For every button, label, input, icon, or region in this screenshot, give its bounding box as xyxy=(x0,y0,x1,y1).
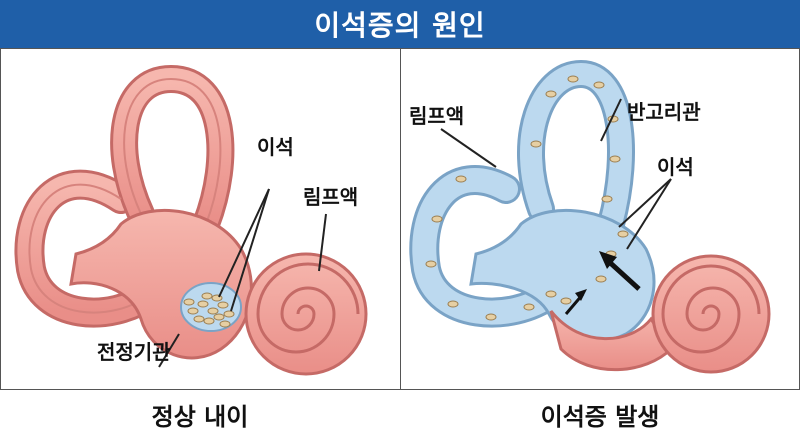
page-title: 이석증의 원인 xyxy=(314,9,486,42)
cochlea-right xyxy=(651,254,771,374)
bppv-ear-illustration: 림프액 반고리관 이석 xyxy=(409,59,771,374)
label-endolymph: 림프액 xyxy=(303,185,358,209)
title-bar: 이석증의 원인 xyxy=(0,0,800,48)
label-canal: 반고리관 xyxy=(627,100,701,124)
normal-ear-illustration: 이석 림프액 전정기관 xyxy=(14,64,368,376)
panel-normal-ear: 이석 림프액 전정기관 xyxy=(0,48,401,390)
caption-bppv: 이석증 발생 xyxy=(540,402,660,431)
movement-arrow-large xyxy=(604,257,641,291)
caption-normal: 정상 내이 xyxy=(151,402,249,431)
panel-bppv-ear: 림프액 반고리관 이석 xyxy=(400,48,800,390)
label-endolymph-right: 림프액 xyxy=(409,104,464,128)
otolith-cluster xyxy=(183,292,235,328)
label-vestibule: 전정기관 xyxy=(97,340,171,364)
label-otolith-right: 이석 xyxy=(657,155,694,179)
label-otolith: 이석 xyxy=(257,135,294,159)
cochlea xyxy=(244,252,368,376)
